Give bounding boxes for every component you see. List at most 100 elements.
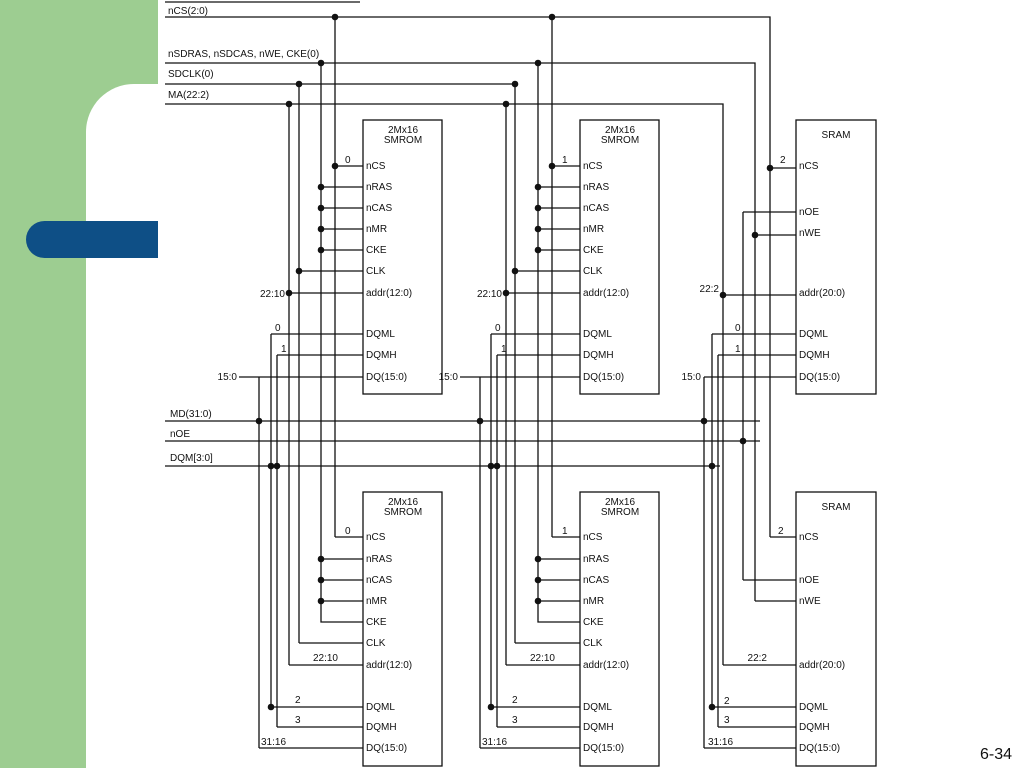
junction-dot bbox=[487, 462, 495, 470]
ncs-index: 2 bbox=[780, 155, 786, 166]
pin-ncs: nCS bbox=[583, 161, 603, 172]
pin-dqmh: DQMH bbox=[366, 350, 397, 361]
dqml-index: 2 bbox=[724, 696, 730, 707]
pin-ncs: nCS bbox=[583, 532, 603, 543]
junction-dot bbox=[534, 204, 542, 212]
smrom-chip-top bbox=[362, 119, 443, 395]
junction-dot bbox=[719, 291, 727, 299]
addr-range: 22:10 bbox=[530, 653, 555, 664]
sram-chip-bot bbox=[795, 491, 877, 767]
sram-chip-top bbox=[795, 119, 877, 395]
dqmh-index: 3 bbox=[724, 715, 730, 726]
addr-range: 22:2 bbox=[748, 653, 768, 664]
pin-clk: CLK bbox=[366, 638, 386, 649]
bus-label-dqm: DQM[3:0] bbox=[170, 453, 213, 464]
pin-nwe: nWE bbox=[799, 228, 821, 239]
pin-nras: nRAS bbox=[583, 554, 609, 565]
pin-dqmh: DQMH bbox=[583, 722, 614, 733]
junction-dot bbox=[534, 246, 542, 254]
pin-noe: nOE bbox=[799, 575, 819, 586]
pin-addr120: addr(12:0) bbox=[583, 288, 629, 299]
pin-nwe: nWE bbox=[799, 596, 821, 607]
chip-title: SRAM bbox=[822, 130, 851, 141]
junction-dot bbox=[317, 576, 325, 584]
dq-range: 15:0 bbox=[218, 372, 238, 383]
dqml-index: 0 bbox=[275, 323, 281, 334]
pin-ncas: nCAS bbox=[583, 575, 609, 586]
junction-dot bbox=[273, 462, 281, 470]
junction-dot bbox=[317, 204, 325, 212]
bus-label-md: MD(31:0) bbox=[170, 409, 212, 420]
dqmh-index: 1 bbox=[501, 344, 507, 355]
junction-dot bbox=[548, 162, 556, 170]
junction-dot bbox=[751, 231, 759, 239]
junction-dot bbox=[331, 162, 339, 170]
junction-dot bbox=[502, 100, 510, 108]
pin-ncs: nCS bbox=[366, 532, 386, 543]
dq-range: 15:0 bbox=[439, 372, 459, 383]
pin-nras: nRAS bbox=[366, 182, 392, 193]
addr-range: 22:2 bbox=[700, 284, 720, 295]
pin-ncas: nCAS bbox=[366, 203, 392, 214]
dqml-index: 0 bbox=[735, 323, 741, 334]
dqml-index: 2 bbox=[512, 695, 518, 706]
pin-dq150: DQ(15:0) bbox=[366, 743, 407, 754]
bus-ncs bbox=[165, 16, 771, 168]
chip-title: 2Mx16 bbox=[388, 497, 418, 508]
addr-range: 22:10 bbox=[260, 289, 285, 300]
dq-range: 31:16 bbox=[261, 737, 286, 748]
junction-dot bbox=[331, 13, 339, 21]
chip-subtitle: SMROM bbox=[601, 135, 639, 146]
pin-ncas: nCAS bbox=[366, 575, 392, 586]
ncs-index: 1 bbox=[562, 155, 568, 166]
pin-dqml: DQML bbox=[583, 702, 612, 713]
dq-range: 31:16 bbox=[482, 737, 507, 748]
junction-dot bbox=[708, 703, 716, 711]
junction-dot bbox=[317, 183, 325, 191]
pin-ncs: nCS bbox=[799, 532, 819, 543]
junction-dot bbox=[534, 576, 542, 584]
dqmh-index: 1 bbox=[281, 344, 287, 355]
junction-dot bbox=[295, 267, 303, 275]
junction-dot bbox=[534, 225, 542, 233]
smrom-chip-top bbox=[579, 119, 660, 395]
smrom-chip-bot bbox=[579, 491, 660, 767]
ncs-index: 2 bbox=[778, 526, 784, 537]
pin-cke: CKE bbox=[366, 617, 387, 628]
pin-dqml: DQML bbox=[366, 329, 395, 340]
pin-dq150: DQ(15:0) bbox=[366, 372, 407, 383]
bus-label-ncs: nCS(2:0) bbox=[168, 6, 208, 17]
pin-nmr: nMR bbox=[583, 596, 604, 607]
chip-title: 2Mx16 bbox=[605, 125, 635, 136]
dqmh-index: 3 bbox=[512, 715, 518, 726]
pin-noe: nOE bbox=[799, 207, 819, 218]
junction-dot bbox=[295, 80, 303, 88]
ncs-index: 1 bbox=[562, 526, 568, 537]
dq-range: 31:16 bbox=[708, 737, 733, 748]
pin-cke: CKE bbox=[366, 245, 387, 256]
junction-dot bbox=[534, 183, 542, 191]
addr-range: 22:10 bbox=[477, 289, 502, 300]
junction-dot bbox=[493, 462, 501, 470]
pin-addr200: addr(20:0) bbox=[799, 660, 845, 671]
memory-schematic: nCS(2:0) nSDRAS, nSDCAS, nWE, CKE(0) SDCLK… bbox=[165, 1, 877, 767]
junction-dot bbox=[267, 462, 275, 470]
pin-addr120: addr(12:0) bbox=[366, 660, 412, 671]
chip-subtitle: SMROM bbox=[384, 507, 422, 518]
pin-ncs: nCS bbox=[799, 161, 819, 172]
junction-dot bbox=[476, 417, 484, 425]
slide: nCS(2:0) nSDRAS, nSDCAS, nWE, CKE(0) SDCLK… bbox=[0, 0, 1012, 768]
bus-label-ma: MA(22:2) bbox=[168, 90, 209, 101]
bus-label-sdclk: SDCLK(0) bbox=[168, 69, 214, 80]
bus-label-ctrl: nSDRAS, nSDCAS, nWE, CKE(0) bbox=[168, 49, 319, 60]
ncs-index: 0 bbox=[345, 526, 351, 537]
pin-addr200: addr(20:0) bbox=[799, 288, 845, 299]
accent-tab bbox=[26, 221, 158, 258]
page-number: 6-34 bbox=[979, 746, 1012, 763]
chip-title: 2Mx16 bbox=[605, 497, 635, 508]
junction-dot bbox=[285, 289, 293, 297]
pin-ncas: nCAS bbox=[583, 203, 609, 214]
pin-clk: CLK bbox=[583, 266, 603, 277]
pin-dqmh: DQMH bbox=[799, 722, 830, 733]
cke-wire bbox=[320, 601, 363, 623]
